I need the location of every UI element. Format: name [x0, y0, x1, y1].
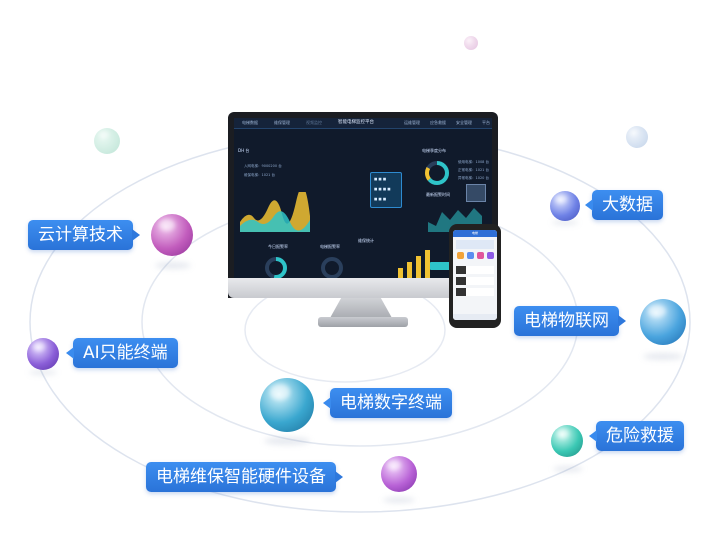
recent-alarm-header: 最新报警时间: [426, 192, 450, 197]
dashboard-title: 智能电梯监控平台: [338, 120, 374, 125]
right-stat-row: 使用电梯：1008 台: [458, 160, 490, 164]
orb-purple-hardware: [381, 456, 417, 492]
smartphone: 电梯: [449, 224, 501, 328]
nav-tab: 电梯数据: [242, 120, 258, 125]
orb-blue-iot: [640, 299, 686, 345]
maintenance-stats-header: 维保统计: [358, 238, 374, 243]
dashboard-topbar: 电梯数据 维保管理 视频监控 智能电梯监控平台 运维管理 应急救援 安全管理 平…: [234, 118, 492, 129]
phone-title: 电梯: [471, 231, 478, 235]
orb-purple-cloud: [151, 214, 193, 256]
phone-tabbar: [453, 314, 497, 320]
dashboard-button[interactable]: [430, 262, 450, 270]
phone-list-item[interactable]: [456, 288, 494, 296]
label-hazard-rescue: 危险救援: [589, 421, 684, 451]
orb-teal-digital: [260, 378, 314, 432]
right-stat-row: 异常电梯：1020 台: [458, 176, 490, 180]
phone-app-icon[interactable]: [487, 252, 494, 259]
label-big-data: 大数据: [585, 190, 663, 220]
phone-app-icon[interactable]: [477, 252, 484, 259]
phone-list-item[interactable]: [456, 277, 494, 285]
phone-screen: 电梯: [453, 230, 497, 320]
label-maintenance-hardware: 电梯维保智能硬件设备: [146, 462, 343, 492]
bar-chart: [398, 250, 430, 278]
nav-tab: 视频监控: [306, 120, 322, 125]
nav-tab: 应急救援: [430, 120, 446, 125]
left-panel-header: DH 台: [238, 148, 250, 153]
nav-tab: 安全管理: [456, 120, 472, 125]
left-stat-row: 维保电梯：1021 台: [244, 173, 276, 177]
orb-blue-bigdata: [550, 191, 580, 221]
map-popup: ■ ■ ■ ■ ■ ■ ■ ■ ■ ■: [370, 172, 402, 208]
label-elevator-digital-terminal: 电梯数字终端: [323, 388, 452, 418]
monitor-stand-base: [318, 317, 408, 327]
phone-header: 电梯: [453, 230, 497, 237]
monitor-stand-neck: [330, 298, 392, 318]
nav-tab: 运维管理: [404, 120, 420, 125]
orb-teal-rescue: [551, 425, 583, 457]
phone-list-item[interactable]: [456, 266, 494, 274]
faint-orb-blue: [626, 126, 648, 148]
faint-orb-green: [94, 128, 120, 154]
gauge-today: [265, 257, 287, 278]
right-stat-row: 正常电梯：1021 台: [458, 168, 490, 172]
label-cloud-computing: 云计算技术: [28, 220, 140, 250]
nav-tab: 维保管理: [274, 120, 290, 125]
label-elevator-iot: 电梯物联网: [514, 306, 626, 336]
left-stat-row: 入网电梯：9000200 台: [244, 164, 282, 168]
alarm-thumbnail: [466, 184, 486, 202]
nav-tab: 平台: [482, 120, 490, 125]
right-panel-header: 电梯季度分布: [422, 148, 446, 153]
phone-app-icon[interactable]: [467, 252, 474, 259]
phone-banner: [456, 240, 494, 249]
fault-alarm-header: 电梯报警率: [320, 244, 340, 249]
today-alarm-header: 今日报警率: [268, 244, 288, 249]
phone-app-icon[interactable]: [457, 252, 464, 259]
faint-orb-pink: [464, 36, 478, 50]
orb-purple-ai: [27, 338, 59, 370]
label-ai-terminal: AI只能终端: [66, 338, 178, 368]
gauge-fault: [321, 257, 343, 278]
donut-chart: [425, 161, 449, 185]
area-chart: [240, 192, 310, 232]
